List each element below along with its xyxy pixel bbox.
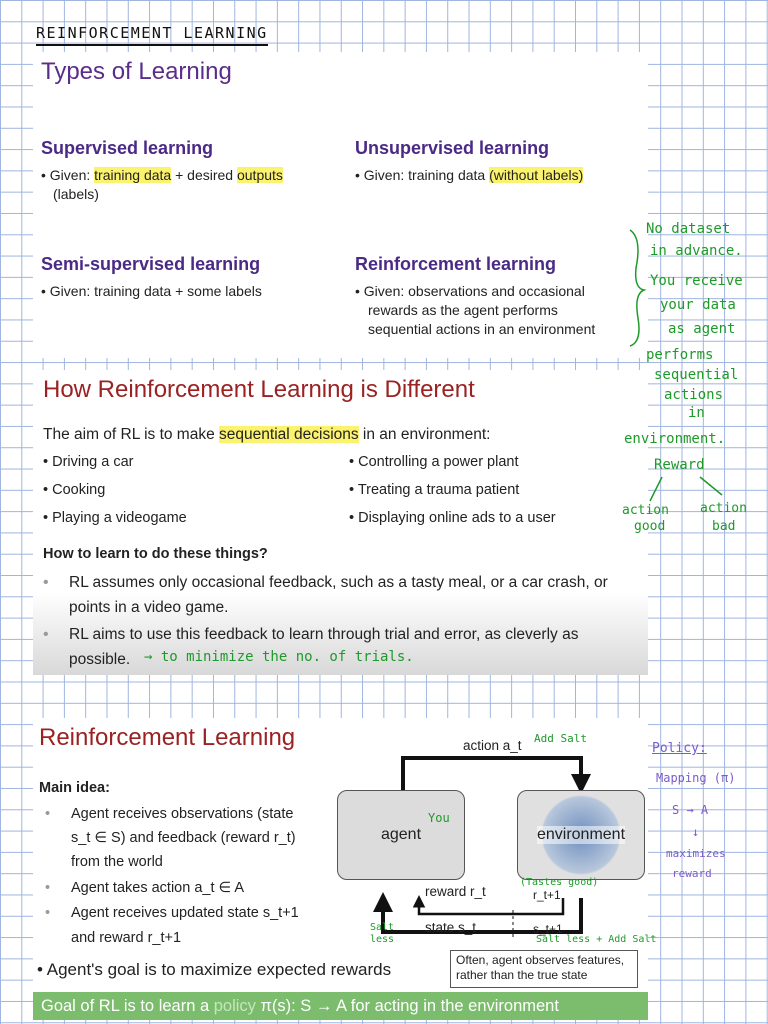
note-tastes-good: (Tastes good) — [520, 877, 599, 888]
policy-l5: reward — [672, 867, 712, 880]
unsupervised-heading: Unsupervised learning — [355, 138, 550, 158]
policy-l2: S → A — [672, 803, 709, 817]
bullet2-dot: • — [43, 626, 49, 643]
note-l9: environment. — [624, 431, 726, 447]
policy-l0: Policy: — [652, 741, 707, 756]
note-reward: Reward — [654, 457, 705, 473]
bullet2-line2: possible. — [69, 651, 131, 668]
slide3-title: Reinforcement Learning — [39, 724, 296, 751]
b3-line2: and reward r_t+1 — [71, 930, 182, 946]
note-salt-add: Salt less + Add Salt — [536, 934, 657, 945]
handwritten-header: REINFORCEMENT LEARNING — [36, 24, 268, 46]
r-next-label: r_t+1 — [533, 888, 561, 902]
slide-reinforcement-learning: Reinforcement Learning Main idea: • Agen… — [33, 718, 648, 1020]
agent-label: agent — [380, 826, 422, 843]
subheading: How to learn to do these things? — [43, 546, 268, 562]
s-next-label: s_t+1 — [533, 922, 563, 936]
state-note: Often, agent observes features, rather t… — [450, 950, 638, 988]
note-salt-less-1: Salt — [370, 922, 395, 933]
note-l1: in advance. — [650, 243, 743, 259]
slide2-title: How Reinforcement Learning is Different — [43, 376, 475, 403]
reward-branches — [649, 476, 723, 502]
environment-box: environment — [517, 790, 645, 880]
b1-line2: s_t ∈ S) and feedback (reward r_t) — [71, 830, 296, 846]
semi-heading: Semi-supervised learning — [41, 254, 261, 274]
policy-l3: ↓ — [692, 825, 700, 839]
note-l3: your data — [660, 297, 736, 313]
note-salt-less-2: less — [370, 934, 395, 945]
action-label: action a_t — [463, 738, 522, 753]
b3-dot: • — [45, 905, 51, 921]
reinforcement-line3: sequential actions in an environment — [368, 321, 596, 337]
left-item-3: • Playing a videogame — [43, 510, 187, 526]
reinforcement-heading: Reinforcement learning — [355, 254, 557, 274]
reward-arrow — [412, 895, 565, 916]
aim-line: The aim of RL is to make sequential deci… — [43, 426, 491, 443]
main-idea: Main idea: — [39, 780, 110, 796]
gray-band — [33, 592, 648, 675]
b2-dot: • — [45, 880, 51, 896]
b3-line1: Agent receives updated state s_t+1 — [71, 905, 299, 921]
note-bad-1: action — [700, 501, 747, 516]
bullet2-line1: RL aims to use this feedback to learn th… — [69, 626, 579, 643]
unsupervised-line1: • Given: training data (without labels) — [355, 167, 584, 183]
note-l5: performs — [646, 347, 714, 363]
note-you: You — [428, 811, 450, 825]
state-label: state s_t — [425, 920, 477, 935]
state-arrow — [373, 892, 583, 934]
semi-line1: • Given: training data + some labels — [41, 283, 262, 299]
b1-line1: Agent receives observations (state — [71, 806, 294, 822]
agent-box: agent — [337, 790, 465, 880]
note-brace — [629, 229, 647, 347]
policy-l4: maximizes — [666, 847, 726, 860]
goal-line: • Agent's goal is to maximize expected r… — [37, 960, 392, 979]
right-item-1: • Controlling a power plant — [349, 454, 519, 470]
note-add-salt: Add Salt — [534, 732, 587, 745]
reward-label: reward r_t — [425, 884, 486, 899]
policy-l1: Mapping (π) — [656, 771, 736, 785]
action-arrow — [401, 756, 591, 794]
note-l4: as agent — [668, 321, 736, 337]
supervised-line2: (labels) — [53, 186, 99, 202]
note-l6: sequential — [654, 367, 739, 383]
right-item-3: • Displaying online ads to a user — [349, 510, 556, 526]
note-good-1: action — [622, 503, 669, 518]
supervised-line1: • Given: training data + desired outputs — [41, 167, 283, 183]
b1-dot: • — [45, 806, 51, 822]
left-item-2: • Cooking — [43, 482, 106, 498]
environment-label: environment — [536, 826, 626, 844]
slide1-title: Types of Learning — [41, 58, 232, 85]
note-bad-2: bad — [712, 519, 736, 534]
slide-how-rl-different: How Reinforcement Learning is Different … — [33, 370, 648, 675]
note-good-2: good — [634, 519, 666, 534]
note-l8: in — [688, 405, 705, 421]
bullet1-dot: • — [43, 574, 49, 591]
b2: Agent takes action a_t ∈ A — [71, 880, 245, 896]
right-item-2: • Treating a trauma patient — [349, 482, 520, 498]
supervised-heading: Supervised learning — [41, 138, 214, 158]
note-l2: You receive — [650, 273, 743, 289]
b1-line3: from the world — [71, 854, 163, 870]
note-l7: actions — [664, 387, 724, 403]
reinforcement-line1: • Given: observations and occasional — [355, 283, 585, 299]
left-item-1: • Driving a car — [43, 454, 134, 470]
note-l0: No dataset — [646, 221, 731, 237]
bullet1-line2: points in a video game. — [69, 599, 229, 616]
slide-types-of-learning: Types of Learning Supervised learning • … — [33, 52, 648, 358]
goal-bar: Goal of RL is to learn a policy π(s): S … — [33, 992, 648, 1020]
rl-diagram — [373, 756, 591, 938]
bullet1-line1: RL assumes only occasional feedback, suc… — [69, 574, 608, 591]
reinforcement-line2: rewards as the agent performs — [368, 302, 558, 318]
note-minimize: → to minimize the no. of trials. — [144, 649, 414, 665]
